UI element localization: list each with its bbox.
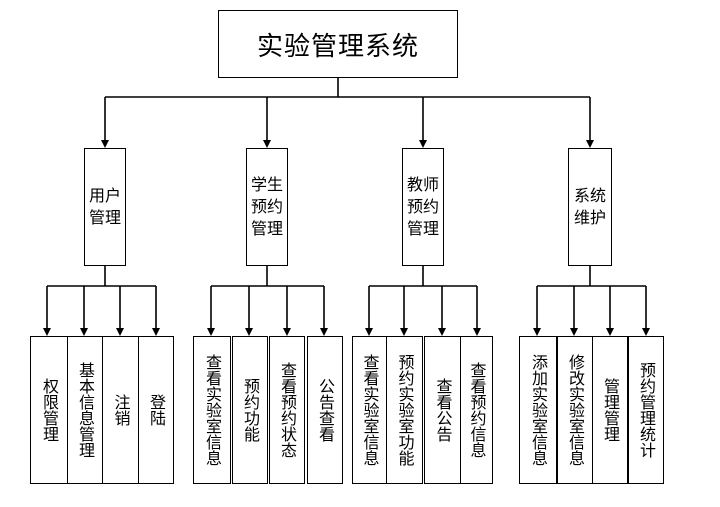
module-user-management: 用户管理 bbox=[84, 148, 126, 266]
leaf-view-announcement: 查看公告 bbox=[424, 336, 461, 484]
module-system-maintenance: 系统维护 bbox=[568, 148, 612, 266]
leaf-view-booking-status: 查看预约状态 bbox=[269, 336, 305, 484]
root-title: 实验管理系统 bbox=[256, 31, 419, 62]
module-label: 学生预约管理 bbox=[250, 175, 283, 238]
module-student-booking: 学生预约管理 bbox=[246, 148, 288, 266]
root-system-box: 实验管理系统 bbox=[218, 10, 458, 78]
leaf-view-announcement: 公告查看 bbox=[307, 336, 343, 484]
module-label: 系统维护 bbox=[573, 186, 606, 227]
leaf-login: 登陆 bbox=[138, 336, 174, 484]
module-label: 教师预约管理 bbox=[406, 175, 439, 238]
leaf-logout: 注销 bbox=[102, 336, 139, 484]
leaf-view-lab-info: 查看实验室信息 bbox=[352, 336, 387, 484]
leaf-manage: 管理管理 bbox=[592, 336, 628, 484]
leaf-permission-management: 权限管理 bbox=[30, 336, 68, 484]
leaf-basic-info-management: 基本信息管理 bbox=[67, 336, 103, 484]
leaf-edit-lab-info: 修改实验室信息 bbox=[557, 336, 593, 484]
leaf-booking-function: 预约功能 bbox=[232, 336, 268, 484]
leaf-booking-statistics: 预约管理统计 bbox=[628, 336, 664, 484]
module-label: 用户管理 bbox=[88, 186, 121, 227]
module-teacher-booking: 教师预约管理 bbox=[402, 148, 444, 266]
leaf-view-booking-info: 查看预约信息 bbox=[460, 336, 493, 484]
leaf-book-lab-function: 预约实验室功能 bbox=[386, 336, 423, 484]
leaf-view-lab-info: 查看实验室信息 bbox=[193, 336, 231, 484]
leaf-add-lab-info: 添加实验室信息 bbox=[519, 336, 557, 484]
